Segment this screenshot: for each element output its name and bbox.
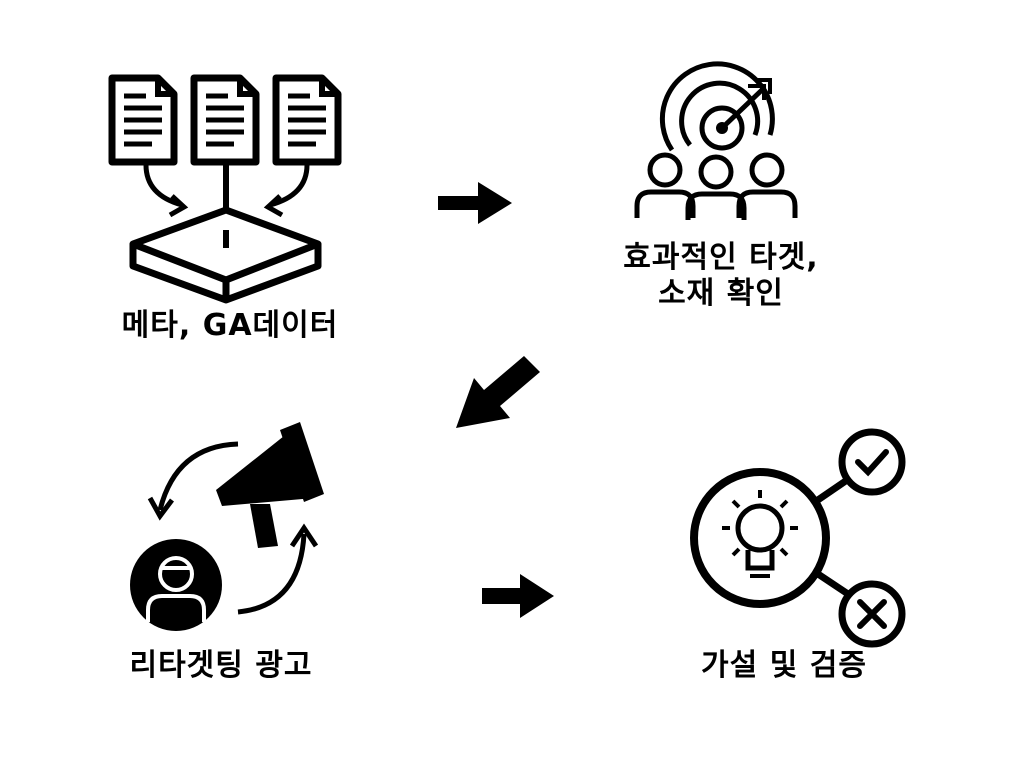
- step-target-label-line-1: 효과적인 타겟,: [623, 240, 819, 275]
- step-verify-label: 가설 및 검증: [674, 648, 894, 684]
- megaphone-cycle-icon: [130, 422, 324, 631]
- step-data-label: 메타, GA데이터: [90, 308, 370, 344]
- target-audience-icon: [637, 61, 795, 220]
- arrow-down-left-icon: [456, 356, 540, 428]
- idea-check-icon: [690, 428, 906, 648]
- documents-into-box-icon: [112, 78, 338, 304]
- arrow-right-icon: [482, 574, 554, 618]
- step-target-label: 효과적인 타겟, 소재 확인: [586, 240, 856, 312]
- step-retarget-label: 리타겟팅 광고: [96, 648, 346, 684]
- step-data-label-line: 메타, GA데이터: [121, 308, 339, 343]
- step-target-label-line-2: 소재 확인: [658, 276, 784, 311]
- arrow-right-icon: [438, 182, 512, 224]
- step-verify-label-line: 가설 및 검증: [701, 648, 867, 683]
- step-retarget-label-line: 리타겟팅 광고: [129, 648, 313, 683]
